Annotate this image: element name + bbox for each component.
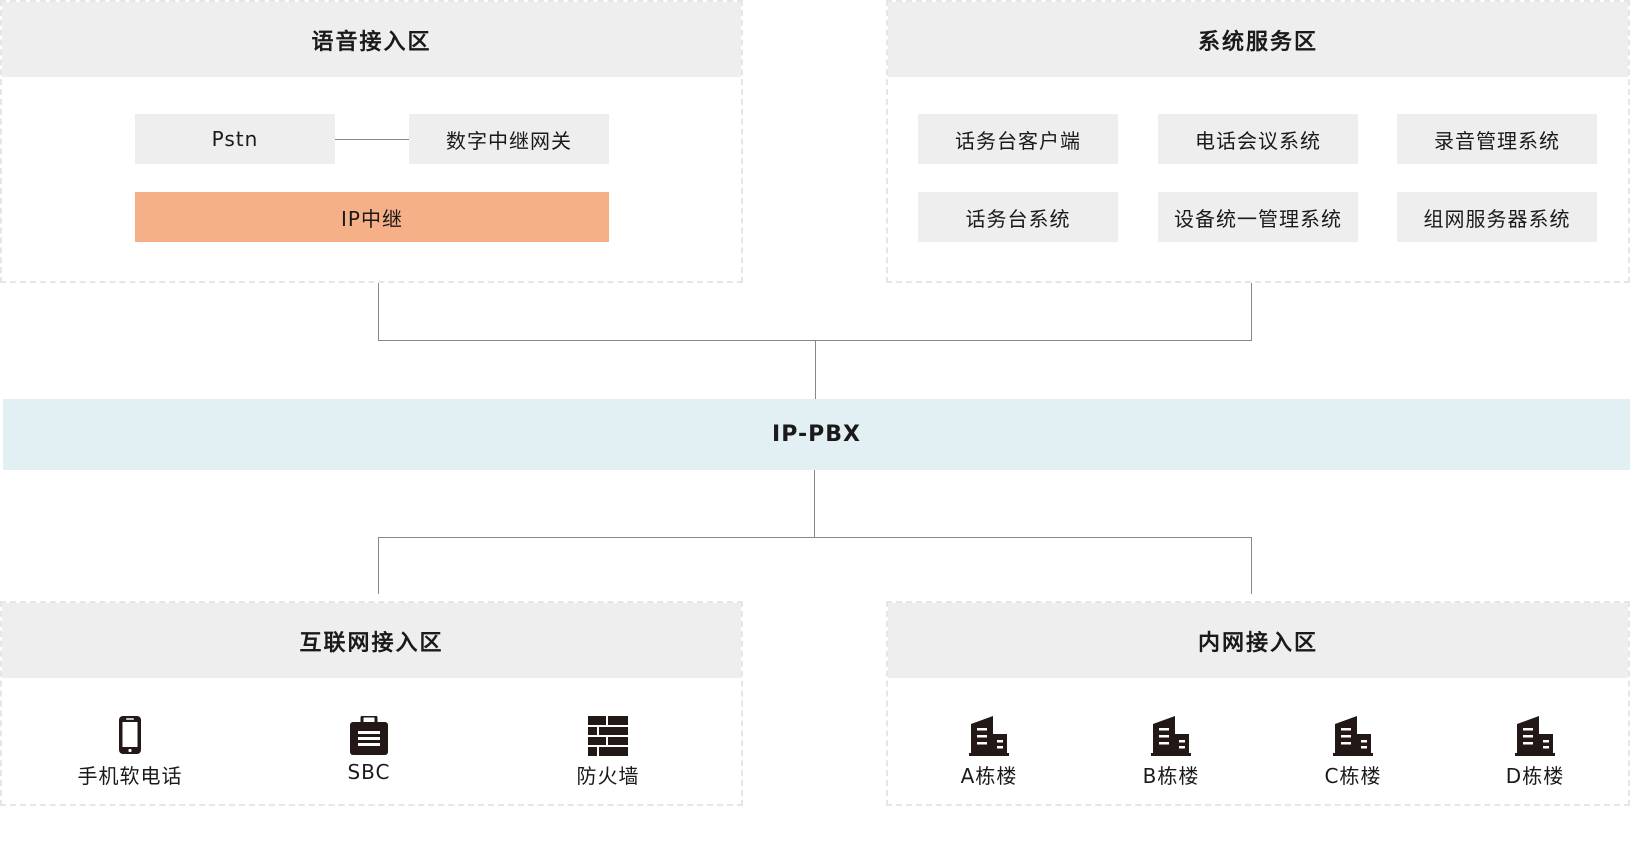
intranet-item-building-a: A栋楼 bbox=[909, 716, 1069, 806]
internet-access-zone: 互联网接入区 bbox=[0, 601, 743, 806]
intranet-access-zone-title: 内网接入区 bbox=[888, 603, 1628, 678]
mobile-phone-icon bbox=[119, 716, 141, 754]
building-icon bbox=[1515, 716, 1555, 756]
system-box-console-client: 话务台客户端 bbox=[918, 114, 1118, 164]
intranet-item-label: B栋楼 bbox=[1142, 764, 1200, 788]
internet-access-zone-title: 互联网接入区 bbox=[2, 603, 741, 678]
connector-voice-down bbox=[378, 283, 379, 340]
system-box-network-server: 组网服务器系统 bbox=[1397, 192, 1597, 242]
intranet-item-label: C栋楼 bbox=[1324, 764, 1382, 788]
firewall-icon bbox=[588, 716, 628, 756]
internet-item-label: SBC bbox=[347, 760, 391, 784]
connector-internet-up bbox=[378, 537, 379, 594]
system-service-zone-title: 系统服务区 bbox=[888, 2, 1628, 77]
ip-trunk-box: IP中继 bbox=[135, 192, 609, 242]
system-box-device-mgmt: 设备统一管理系统 bbox=[1158, 192, 1358, 242]
intranet-item-label: D栋楼 bbox=[1505, 764, 1565, 788]
building-icon bbox=[1151, 716, 1191, 756]
internet-item-label: 手机软电话 bbox=[77, 764, 183, 788]
pstn-gateway-connector bbox=[335, 139, 409, 140]
sbc-briefcase-icon bbox=[350, 716, 388, 755]
intranet-item-label: A栋楼 bbox=[960, 764, 1018, 788]
system-box-conference: 电话会议系统 bbox=[1158, 114, 1358, 164]
system-box-recording: 录音管理系统 bbox=[1397, 114, 1597, 164]
intranet-item-building-c: C栋楼 bbox=[1273, 716, 1433, 806]
building-icon bbox=[1333, 716, 1373, 756]
internet-item-label: 防火墙 bbox=[576, 764, 640, 788]
internet-item-sbc: SBC bbox=[289, 716, 449, 806]
internet-item-mobile-softphone: 手机软电话 bbox=[50, 716, 210, 806]
intranet-item-building-b: B栋楼 bbox=[1091, 716, 1251, 806]
connector-bottom-horizontal bbox=[378, 537, 1252, 538]
connector-intranet-up bbox=[1251, 537, 1252, 594]
internet-item-firewall: 防火墙 bbox=[528, 716, 688, 806]
system-box-console: 话务台系统 bbox=[918, 192, 1118, 242]
connector-system-down bbox=[1251, 283, 1252, 340]
intranet-item-building-d: D栋楼 bbox=[1455, 716, 1615, 806]
building-icon bbox=[969, 716, 1009, 756]
pstn-box: Pstn bbox=[135, 114, 335, 164]
voice-access-zone-title: 语音接入区 bbox=[2, 2, 741, 77]
digital-trunk-gateway-box: 数字中继网关 bbox=[409, 114, 609, 164]
connector-top-to-core bbox=[815, 340, 816, 399]
intranet-access-zone: 内网接入区 bbox=[886, 601, 1630, 806]
connector-core-down bbox=[814, 470, 815, 537]
ip-pbx-core: IP-PBX bbox=[3, 399, 1630, 470]
